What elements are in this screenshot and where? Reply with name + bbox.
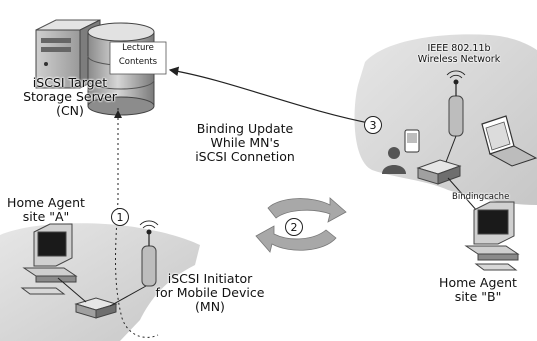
initiator-line-2: for Mobile Device <box>155 285 265 300</box>
caption-line-1: Binding Update <box>196 121 294 136</box>
access-point-b <box>446 70 466 137</box>
home-a-cable-ap <box>109 285 147 307</box>
handover-cycle-arrows <box>255 197 347 253</box>
laptop-b <box>481 115 537 167</box>
wireless-line-1: IEEE 802.11b <box>427 43 491 54</box>
step-2-marker: 2 <box>285 218 303 236</box>
binding-cache-text: Bindingcache <box>452 192 510 202</box>
home-b-cable-ap <box>445 135 457 163</box>
mobile-user-icon <box>382 147 406 174</box>
storage-server-tower <box>35 19 101 89</box>
lecture-contents-disk <box>87 22 167 116</box>
initiator-line-3: (MN) <box>195 299 225 314</box>
home-agent-a-switch <box>74 297 118 319</box>
disk-label-line-1: Lecture <box>122 43 154 53</box>
server-title-line-2: Storage Server <box>23 89 117 104</box>
access-point-a <box>139 220 159 287</box>
wireless-network-label: IEEE 802.11b Wireless Network <box>412 43 506 65</box>
initiator-line-1: iSCSI Initiator <box>167 271 253 286</box>
home-agent-b-pc <box>464 201 520 271</box>
home-agent-a-pc <box>20 223 78 295</box>
home-agent-a-line-1: Home Agent <box>7 195 85 210</box>
step-3-marker: 3 <box>364 116 382 134</box>
caption-line-3: iSCSI Connetion <box>195 149 295 164</box>
home-agent-b-line-1: Home Agent <box>439 275 517 290</box>
binding-cache-label: Bindingcache <box>452 192 510 203</box>
home-agent-b-switch <box>416 159 462 185</box>
server-title: iSCSI Target Storage Server (CN) <box>20 76 120 118</box>
home-agent-a-label: Home Agent site "A" <box>6 196 86 224</box>
wireless-network-cloud <box>354 34 537 205</box>
home-a-cable-pc <box>57 277 87 303</box>
step-3-number: 3 <box>370 119 377 132</box>
mobile-device <box>404 129 420 153</box>
home-agent-b-line-2: site "B" <box>454 289 502 304</box>
home-agent-a-line-2: site "A" <box>22 209 70 224</box>
server-title-line-3: (CN) <box>56 103 84 118</box>
home-b-cable-pc <box>447 177 479 213</box>
disk-label: Lecture Contents <box>111 43 165 67</box>
iscsi-connection-arrowhead <box>114 110 122 118</box>
step-1-number: 1 <box>117 211 124 224</box>
wireless-line-2: Wireless Network <box>417 53 501 65</box>
server-title-line-1: iSCSI Target <box>32 75 108 90</box>
home-agent-b-label: Home Agent site "B" <box>438 276 518 304</box>
iscsi-initiator-label: iSCSI Initiator for Mobile Device (MN) <box>150 272 270 314</box>
disk-label-line-2: Contents <box>118 56 158 67</box>
caption-line-2: While MN's <box>210 135 280 150</box>
step-1-marker: 1 <box>111 208 129 226</box>
step-2-number: 2 <box>291 221 298 234</box>
binding-update-arrow <box>168 66 375 125</box>
binding-update-caption: Binding Update While MN's iSCSI Connetio… <box>185 122 305 164</box>
